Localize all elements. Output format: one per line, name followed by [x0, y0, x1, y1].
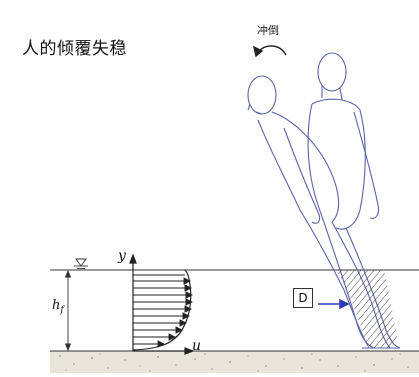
drag-force-arrow: [318, 298, 350, 310]
rotation-arrow: [252, 45, 287, 58]
depth-dimension: [64, 269, 72, 352]
rotation-label: 冲倒: [257, 24, 279, 37]
depth-label-sub: f: [60, 305, 64, 316]
water-level-symbol: [74, 258, 88, 269]
submerged-leg-hatch: [336, 270, 398, 348]
velocity-vectors: [133, 274, 194, 348]
u-axis: [133, 347, 195, 355]
ground-speckles: [59, 353, 409, 372]
u-axis-label: u: [192, 338, 202, 354]
diagram-title: 人的倾覆失稳: [22, 39, 127, 59]
depth-label: hf: [52, 298, 64, 316]
velocity-profile-curve: [132, 269, 192, 351]
y-axis-label: y: [118, 248, 126, 264]
drag-force-label: D: [293, 288, 313, 308]
depth-label-main: h: [52, 298, 61, 313]
ground-sediment: [50, 351, 419, 373]
